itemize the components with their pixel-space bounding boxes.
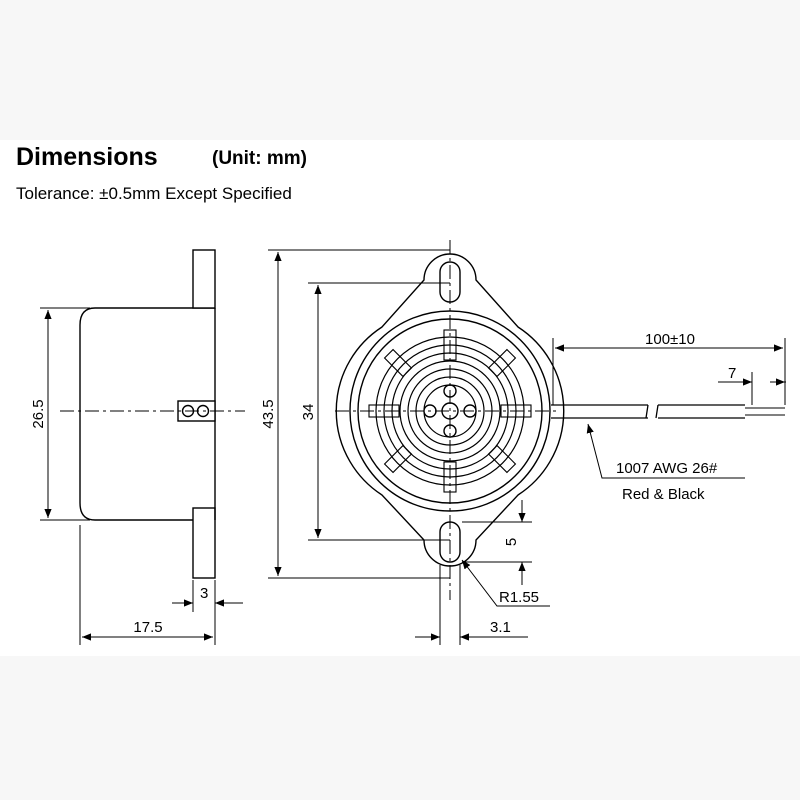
- label-7: 7: [728, 365, 736, 382]
- wire-spec: 1007 AWG 26#: [616, 460, 718, 477]
- front-view: [335, 240, 565, 600]
- leader-r1-55: [461, 559, 550, 607]
- label-r1-55: R1.55: [499, 589, 539, 606]
- label-17-5: 17.5: [133, 619, 162, 636]
- label-34: 34: [300, 404, 317, 421]
- side-view: [60, 249, 245, 579]
- flange-bottom: [192, 507, 216, 579]
- wire-colors: Red & Black: [622, 486, 705, 503]
- mounting-flange: [335, 253, 565, 567]
- page-title: Dimensions: [16, 143, 158, 171]
- flange-top: [192, 249, 216, 309]
- tolerance-note: Tolerance: ±0.5mm Except Specified: [16, 184, 292, 203]
- label-43-5: 43.5: [260, 399, 277, 428]
- front-dimensions: [268, 249, 550, 645]
- unit-label: (Unit: mm): [212, 148, 307, 169]
- label-5: 5: [503, 538, 520, 546]
- side-dimensions: [40, 307, 243, 645]
- leader-wire-spec: [586, 423, 745, 479]
- label-3-1: 3.1: [490, 619, 511, 636]
- lead-wires: [551, 404, 785, 419]
- label-3: 3: [200, 585, 208, 602]
- side-body-outline: [79, 307, 215, 521]
- label-100: 100±10: [645, 331, 695, 348]
- wire-dimensions: [552, 338, 786, 479]
- label-26-5: 26.5: [30, 399, 47, 428]
